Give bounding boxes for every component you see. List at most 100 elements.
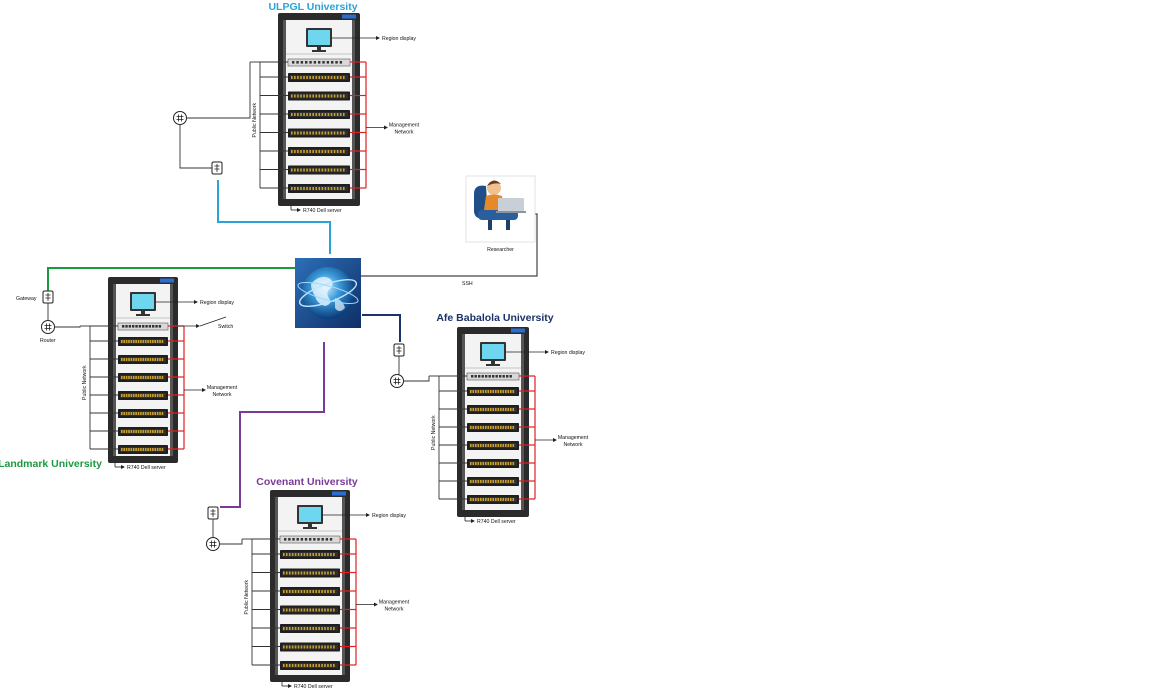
server-unit (118, 409, 168, 418)
public-network-wiring (80, 325, 118, 450)
site-title: Covenant University (256, 476, 358, 488)
server-unit (288, 165, 350, 175)
management-arrow-arrowhead (384, 125, 388, 130)
monitor-icon (297, 505, 323, 529)
server-unit (288, 147, 350, 156)
network-switch (466, 372, 520, 381)
link-afe (362, 314, 401, 342)
server-unit (288, 128, 350, 138)
region-display-label: Region display (200, 300, 234, 306)
public-network-label: Public Network (252, 102, 258, 137)
network-switch (117, 322, 169, 331)
uplink-line (219, 539, 243, 545)
region-display-arrow-arrowhead (376, 36, 380, 40)
rack-badge (511, 328, 525, 333)
management-network-wiring (340, 538, 357, 666)
globe-icon (295, 258, 361, 328)
server-unit (280, 568, 340, 578)
server-arrow-arrowhead (288, 684, 292, 688)
server-arrow-arrowhead (297, 208, 301, 212)
monitor-icon (130, 292, 156, 316)
management-network-wiring (168, 325, 185, 450)
management-arrow-arrowhead (374, 602, 378, 607)
router-icon (173, 111, 187, 125)
server-unit (118, 337, 168, 346)
rack-badge (160, 278, 174, 283)
link-landmark (47, 267, 296, 292)
gateway-icon (393, 343, 405, 357)
public-network-label: Public Network (82, 365, 88, 400)
gateway-icon (42, 290, 54, 304)
public-network-wiring (242, 538, 280, 666)
server-rack (278, 13, 360, 206)
management-network-wiring (350, 61, 367, 189)
server-unit (288, 91, 350, 101)
server-unit (467, 459, 519, 468)
server-label: R740 Dell server (294, 684, 333, 690)
router-label: Router (40, 338, 56, 344)
network-label: Network (384, 607, 403, 613)
server-unit (467, 423, 519, 432)
server-unit (288, 73, 350, 82)
server-arrow-arrowhead (471, 519, 475, 523)
server-label: R740 Dell server (127, 465, 166, 471)
server-unit (467, 405, 519, 414)
network-label: Network (212, 392, 231, 398)
server-unit (280, 624, 340, 633)
server-rack (457, 327, 529, 517)
public-network-wiring (250, 61, 288, 189)
server-unit (467, 477, 519, 486)
management-arrow-arrowhead (202, 388, 206, 392)
uplink-line (403, 376, 430, 382)
rack-badge (332, 491, 346, 496)
region-display-label: Region display (551, 350, 585, 356)
management-network-wiring (519, 375, 536, 500)
gateway-icon (207, 506, 219, 520)
researcher: Researcher (465, 175, 536, 253)
server-unit (467, 495, 519, 504)
researcher-icon (474, 180, 526, 230)
network-switch (287, 58, 351, 67)
monitor-icon (306, 28, 332, 52)
uplink-line (186, 62, 251, 119)
region-display-arrow-arrowhead (366, 513, 370, 517)
switch-label: Switch (218, 324, 233, 330)
gateway-icon (211, 161, 223, 175)
uplink-line (54, 326, 81, 328)
gateway-line (179, 124, 212, 169)
server-unit (118, 355, 168, 364)
site-title: Landmark University (0, 458, 102, 470)
switch-arrow-arrowhead (196, 324, 200, 328)
region-display-arrow-arrowhead (194, 300, 198, 304)
server-label: R740 Dell server (303, 208, 342, 214)
router-icon (390, 374, 404, 388)
network-label: Network (394, 130, 413, 136)
server-unit (288, 184, 350, 193)
ssh-label: SSH (462, 281, 473, 287)
server-label: R740 Dell server (477, 519, 516, 525)
site-title: ULPGL University (268, 1, 357, 13)
link-ulpgl (217, 180, 331, 254)
server-unit (118, 373, 168, 382)
public-network-label: Public Network (244, 579, 250, 614)
network-label: Network (563, 442, 582, 448)
server-unit (118, 391, 168, 400)
router-icon (41, 320, 55, 334)
gateway-label: Gateway (16, 296, 37, 302)
server-unit (280, 587, 340, 596)
researcher-label: Researcher (487, 247, 514, 253)
region-display-label: Region display (372, 513, 406, 519)
management-label: Management (558, 435, 589, 441)
region-display-label: Region display (382, 36, 416, 42)
management-label: Management (379, 600, 410, 606)
server-unit (280, 550, 340, 559)
monitor-icon (480, 342, 506, 366)
network-switch (279, 535, 341, 544)
server-unit (280, 642, 340, 652)
switch-pointer (199, 316, 227, 327)
server-unit (280, 661, 340, 670)
